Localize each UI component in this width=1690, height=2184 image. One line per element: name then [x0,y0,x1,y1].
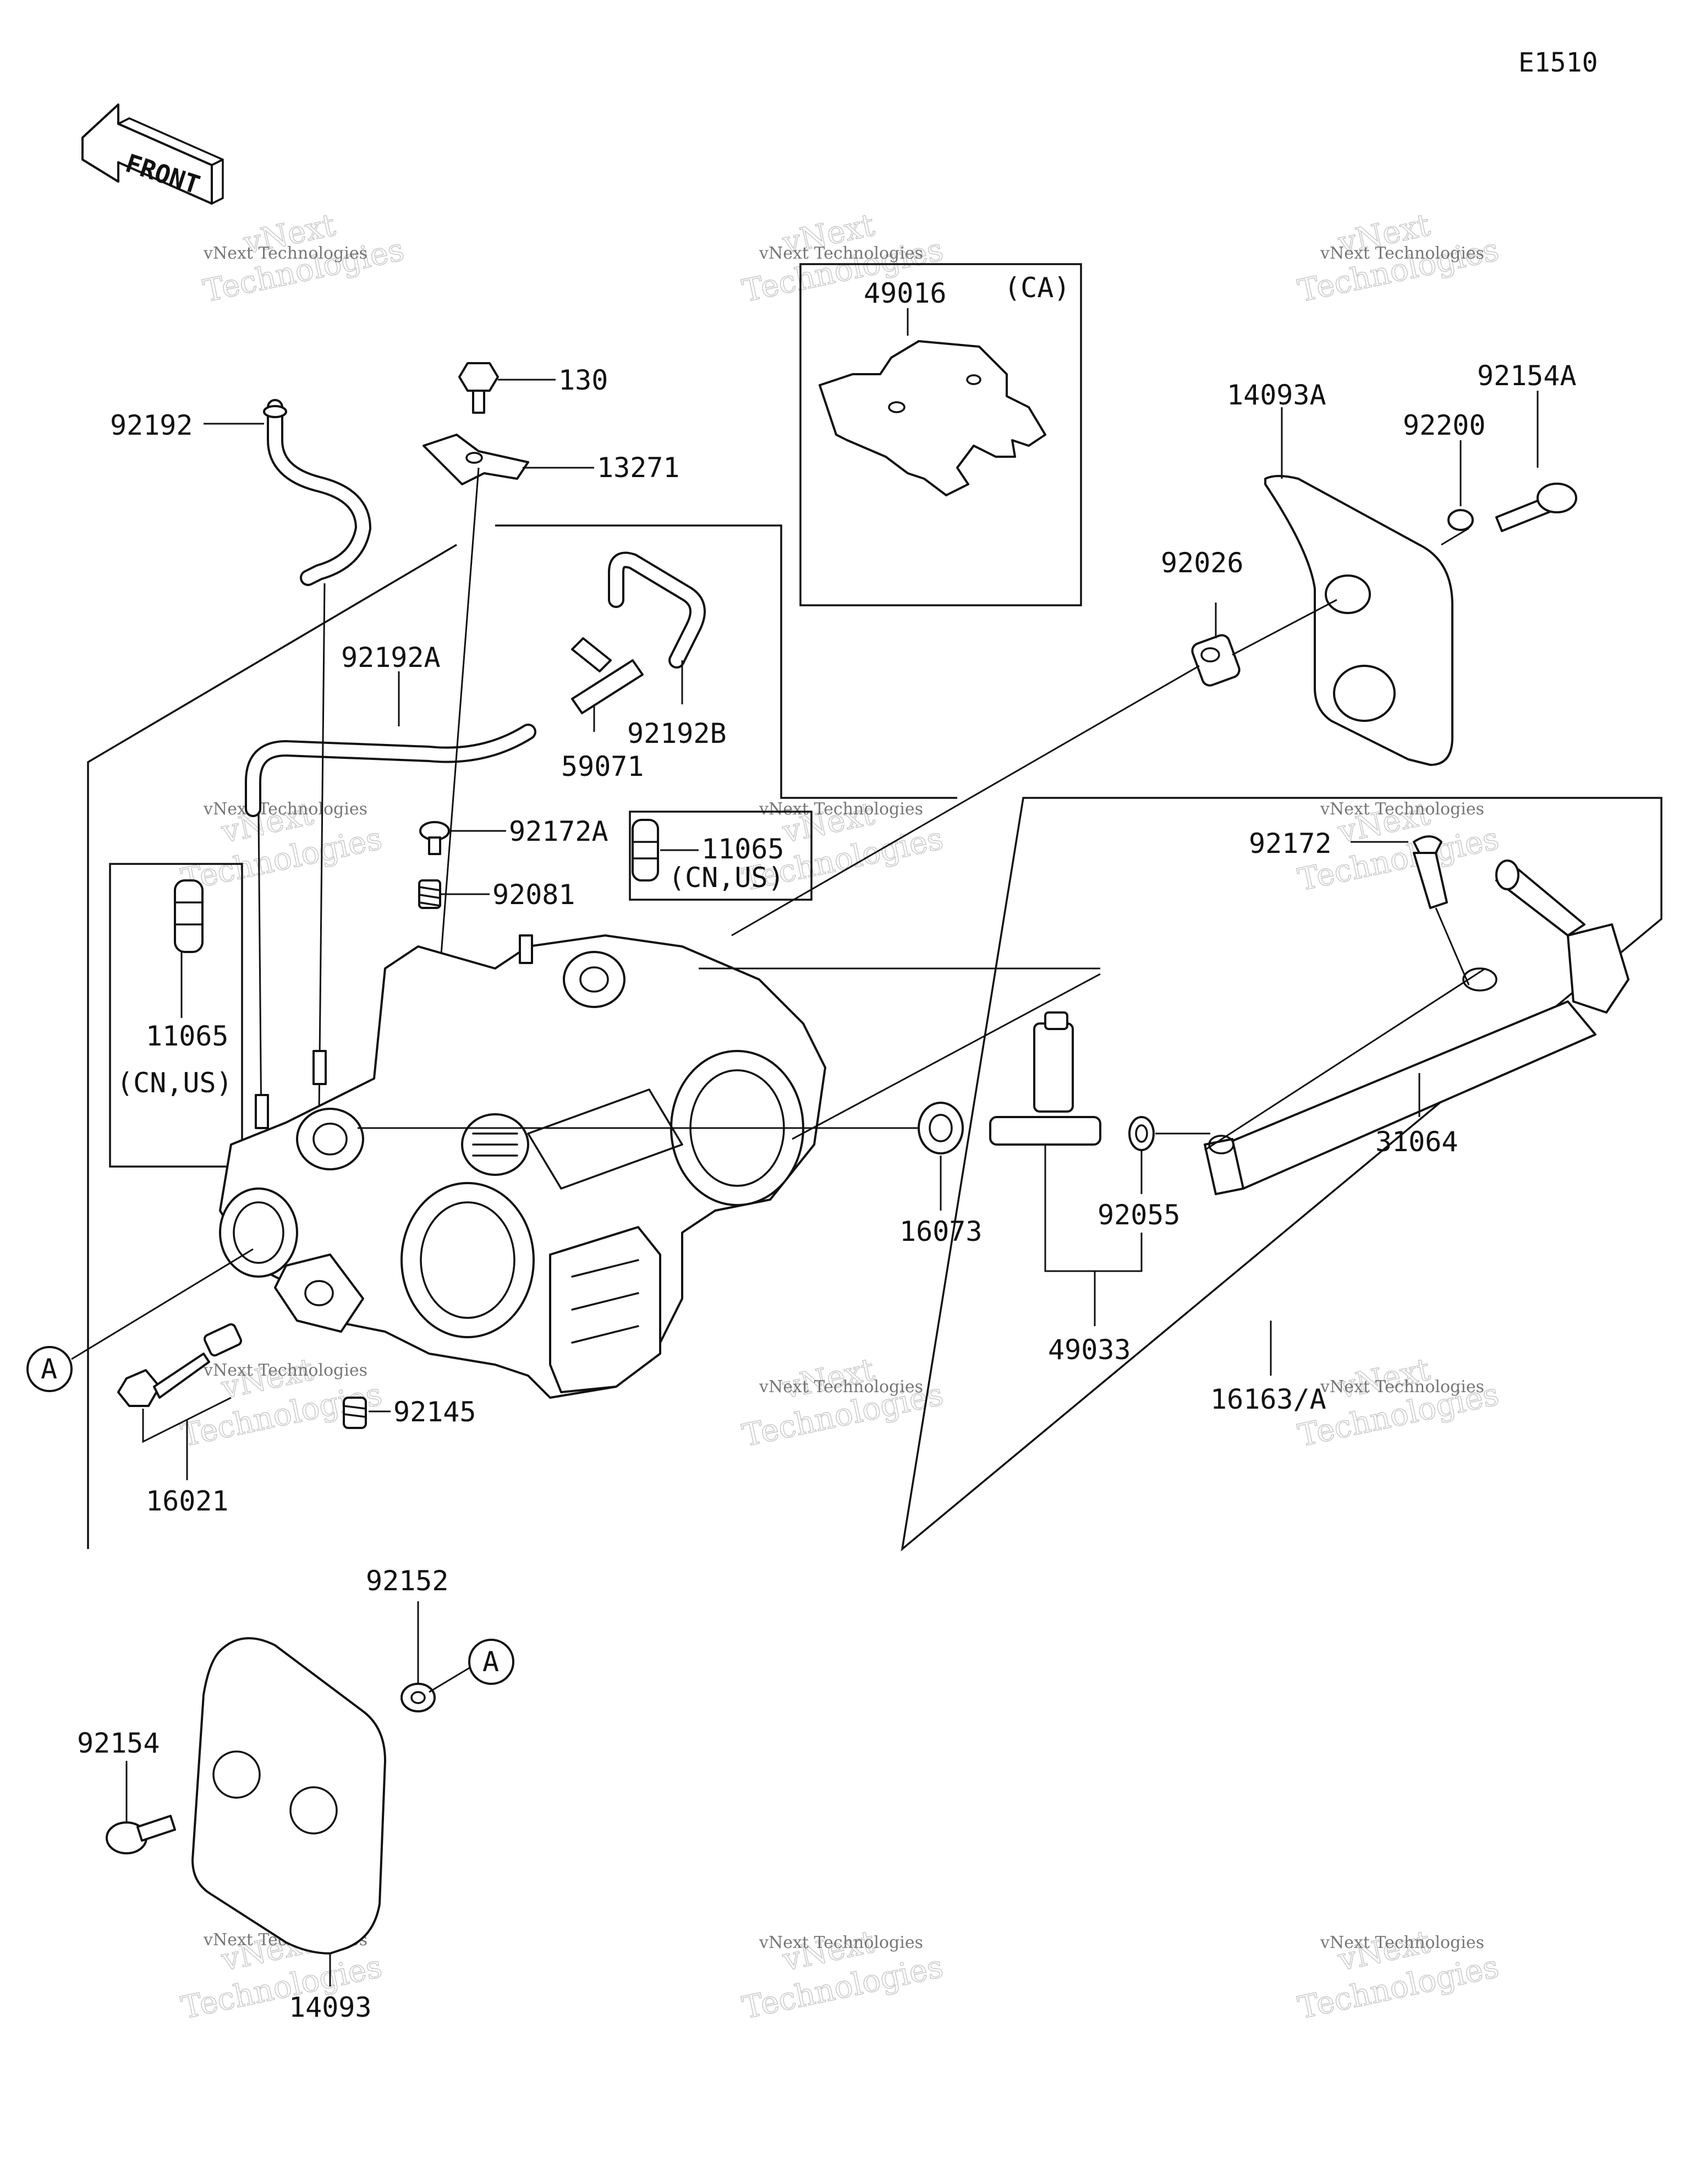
part-label-92192: 92192 [110,409,193,441]
watermark-text: vNext Technologies [203,244,367,263]
reference-marker-a-label: A [41,1353,57,1385]
guide-line [439,467,480,969]
bracket-hole [465,452,483,464]
fuel-rail-31064-icon [1204,860,1629,1195]
variant-box-11065-center [629,811,813,901]
hose-end [263,405,287,418]
part-label-92200: 92200 [1403,409,1486,441]
part-label-92192A: 92192A [341,642,441,674]
grommet-92152-icon [400,1683,436,1712]
cover-14093A-icon [1264,475,1453,766]
watermark-text: vNext Technologies [759,244,923,263]
throttle-body-icon [219,934,826,1399]
part-label-49033: 49033 [1048,1334,1131,1366]
part-label-59071: 59071 [561,751,644,782]
o-ring-hole [1135,1124,1148,1143]
spring-92081-icon [418,879,441,909]
part-label-11065-center: 11065 [701,833,784,865]
bolt-92154-icon [106,1815,176,1854]
watermark-text: vNext Technologies [203,1361,367,1380]
part-label-11065-left: 11065 [146,1020,229,1052]
watermark-text: vNext Technologies [1320,244,1484,263]
part-label-13271: 13271 [597,452,680,484]
part-label-92145: 92145 [393,1396,476,1428]
part-label-92172A: 92172A [509,815,608,847]
part-label-92154A: 92154A [1477,360,1577,392]
watermark-text: vNext Technologies [759,800,923,819]
watermark-text: vNext Technologies [1320,1933,1484,1952]
reference-marker-a [468,1639,514,1685]
watermarks: Technologies vNext vNext Technologies Te… [178,207,1502,2027]
fitting-59071-icon [571,637,644,714]
diagram-code: E1510 [1518,47,1598,78]
bracket-hole [888,401,906,413]
reference-line [71,1248,254,1360]
seal-16073-icon [918,1102,964,1154]
bracket-13271-icon [422,434,529,485]
part-label-92154: 92154 [77,1727,160,1759]
watermark-text: vNext Technologies [1320,800,1484,819]
cover-hole [289,1786,338,1835]
hose-92192-inner [269,401,369,584]
assembly-frame-16163A [87,524,1662,1552]
bracket-hole [966,374,981,385]
spring-92145-icon [343,1397,367,1429]
injector-49033-icon [989,1011,1101,1146]
cap-11065-left-icon [174,879,204,953]
variant-box-ca [799,263,1082,606]
seal-hole [929,1114,953,1142]
variant-box-11065-left [109,863,243,1168]
watermark-text: vNext Technologies [759,1933,923,1952]
part-label-11065-left-note: (CN,US) [117,1067,233,1099]
watermark-text: vNext Technologies [203,800,367,819]
cover-14093-icon [191,1637,386,1955]
hose-92192B-inner [610,554,704,666]
grommet-92026-icon [1191,634,1241,687]
guide-line [318,583,326,1112]
part-label-16163A: 16163/A [1210,1383,1326,1415]
part-label-11065-center-note: (CN,US) [668,862,784,894]
front-arrow-icon: FRONT [81,103,224,205]
leader-lines [125,308,1539,1986]
part-label-92026: 92026 [1161,547,1244,579]
cap-11065-center-icon [632,819,659,882]
screw-92172A-icon [419,821,450,855]
reference-marker-a [26,1346,73,1392]
bracket-49016-shape [819,340,1046,496]
bolt-130-icon [458,362,499,414]
part-label-92152: 92152 [366,1565,449,1597]
part-label-14093: 14093 [289,1991,372,2023]
part-label-16021: 16021 [146,1485,229,1517]
part-label-49016: 49016 [864,277,947,309]
part-label-130: 130 [558,364,608,396]
screw-16021-icon [117,1353,210,1407]
cover-hole [212,1750,261,1799]
part-label-92192B: 92192B [627,718,727,749]
part-label-16073: 16073 [899,1216,983,1247]
o-ring-92055-icon [1128,1116,1155,1151]
part-label-31064: 31064 [1375,1126,1458,1158]
hose-92192A-inner [247,726,534,815]
part-label-92172: 92172 [1249,828,1332,860]
washer-92200-icon [1447,509,1474,531]
guide-line [257,814,262,1129]
screw-92172-icon [1413,835,1448,909]
cover-hole [1325,574,1371,614]
watermark-text: vNext Technologies [759,1377,923,1397]
reference-line [429,1666,471,1693]
part-label-92055: 92055 [1098,1199,1181,1231]
spring-16021-icon [203,1323,243,1357]
part-label-14093A: 14093A [1227,379,1326,411]
cover-hole [1333,665,1396,722]
watermark-text: vNext Technologies [1320,1377,1484,1397]
reference-marker-a-label: A [482,1646,499,1678]
part-label-92081: 92081 [492,879,575,911]
variant-box-label: (CA) [1004,272,1070,304]
bolt-92154A-icon [1495,483,1577,532]
